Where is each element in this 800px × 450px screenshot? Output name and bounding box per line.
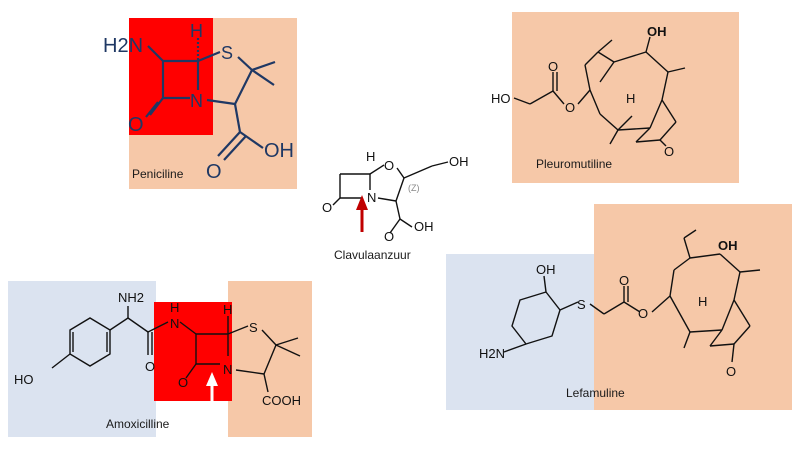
amoxicillin-o-label: O xyxy=(178,375,188,390)
clavulanic-h-label: H xyxy=(366,149,375,164)
clavulanic-acid-structure xyxy=(332,161,449,234)
lefamulin-name: Lefamuline xyxy=(566,386,625,400)
clavulanic-cooh-label: OH xyxy=(414,219,434,234)
lefamulin-oh-label: OH xyxy=(718,238,738,253)
clavulanic-acid-name: Clavulaanzuur xyxy=(334,248,411,262)
pleuromutilin-o-ester-label: O xyxy=(565,100,575,115)
penicillin-o-label: O xyxy=(128,114,144,136)
amoxicillin-h-label: H xyxy=(223,302,232,317)
amoxicillin-o-amide-label: O xyxy=(145,359,155,374)
clavulanic-oh-label: OH xyxy=(449,154,469,169)
pleuromutilin-oh-label: OH xyxy=(647,24,667,39)
lefamulin-o-ester-label: O xyxy=(638,306,648,321)
clavulanic-acid-arrow-head xyxy=(356,195,368,210)
lefamulin-oh-ring-label: OH xyxy=(536,262,556,277)
clavulanic-o-ring-label: O xyxy=(384,158,394,173)
clavulanic-o-label: O xyxy=(322,200,332,215)
clavulanic-z-label: (Z) xyxy=(408,183,420,193)
lefamulin-structure xyxy=(503,229,761,363)
pleuromutilin-highlight xyxy=(512,12,739,183)
amoxicillin-n-label: N xyxy=(223,362,232,377)
amoxicillin-arrow-head xyxy=(206,372,218,386)
penicillin-h-label: H xyxy=(190,21,203,41)
penicillin-o2-label: O xyxy=(206,161,222,183)
clavulanic-o2-label: O xyxy=(384,229,394,244)
lefamulin-h2n-label: H2N xyxy=(479,346,505,361)
clavulanic-n-label: N xyxy=(367,190,376,205)
amoxicillin-side-chain-highlight xyxy=(8,281,156,437)
amoxicillin-ho-label: HO xyxy=(14,372,34,387)
lefamulin-h-label: H xyxy=(698,294,707,309)
lefamulin-o-carbonyl-label: O xyxy=(619,273,629,288)
amoxicillin-structure xyxy=(51,306,301,393)
amoxicillin-name: Amoxicilline xyxy=(106,417,170,431)
pleuromutilin-name: Pleuromutiline xyxy=(536,157,612,171)
pleuromutilin-o-ketone-label: O xyxy=(664,144,674,159)
penicillin-oh-label: OH xyxy=(264,140,294,162)
amoxicillin-beta-lactam-highlight xyxy=(154,302,232,401)
penicillin-structure xyxy=(145,38,276,161)
amoxicillin-s-label: S xyxy=(249,320,258,335)
penicillin-n-label: N xyxy=(190,91,203,111)
lefamulin-o-ketone-label: O xyxy=(726,364,736,379)
lefamulin-side-chain-highlight xyxy=(446,254,596,410)
penicillin-s-label: S xyxy=(221,43,233,63)
pleuromutilin-ho-label: HO xyxy=(491,91,511,106)
amoxicillin-h-nh-label: H xyxy=(170,300,179,315)
pleuromutilin-h-label: H xyxy=(626,91,635,106)
pleuromutilin-o-carbonyl-label: O xyxy=(548,59,558,74)
amoxicillin-nh2-label: NH2 xyxy=(118,290,144,305)
penicillin-h2n-label: H2N xyxy=(103,35,143,57)
pleuromutilin-structure xyxy=(513,36,686,147)
lefamulin-core-highlight xyxy=(594,204,792,410)
amoxicillin-nh-label: N xyxy=(170,316,179,331)
amoxicillin-cooh-label: COOH xyxy=(262,393,301,408)
lefamulin-s-label: S xyxy=(577,297,586,312)
penicillin-name: Peniciline xyxy=(132,167,184,181)
